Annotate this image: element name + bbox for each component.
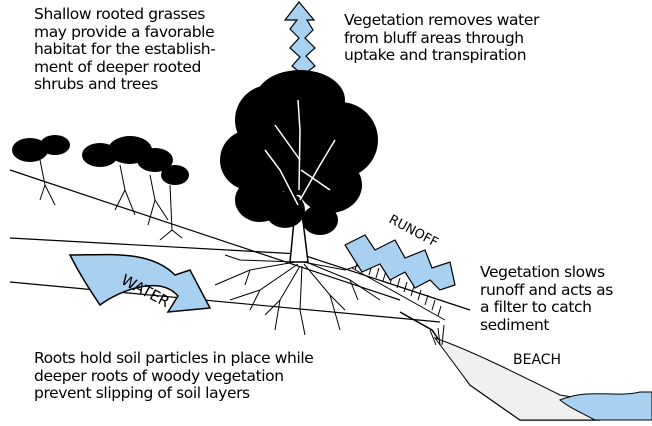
shrubs: [12, 135, 189, 185]
transpiration-annotation: Vegetation removes water from bluff area…: [344, 12, 539, 65]
roots-annotation: Roots hold soil particles in place while…: [34, 350, 313, 403]
grasses-annotation: Shallow rooted grasses may provide a fav…: [34, 6, 215, 94]
runoff-filter-annotation: Vegetation slows runoff and acts as a fi…: [480, 264, 613, 334]
shrub-stems: [40, 160, 182, 240]
transpiration-arrow: [285, 2, 315, 75]
tree-roots: [215, 255, 380, 335]
beach-label: BEACH: [513, 352, 561, 368]
runoff-arrow: [345, 235, 455, 290]
